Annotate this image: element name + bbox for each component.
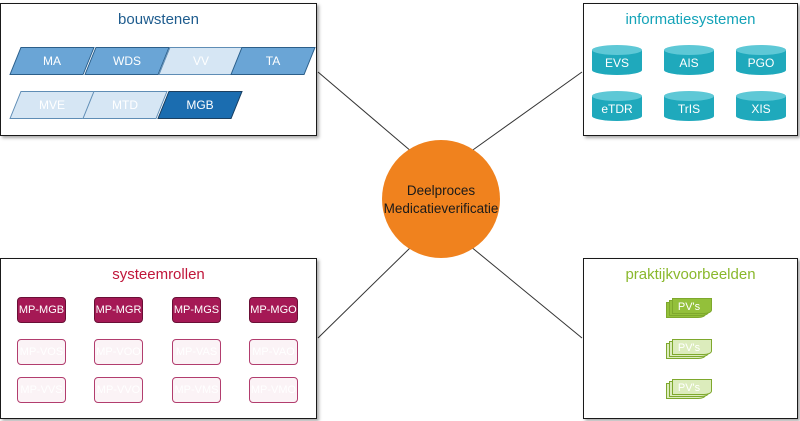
database-ais[interactable]: AIS — [664, 45, 714, 75]
connector-informatiesystemen — [469, 71, 583, 153]
database-etdr[interactable]: eTDR — [592, 91, 642, 121]
praktijkvoorbeelden-title: praktijkvoorbeelden — [625, 266, 756, 283]
bouwsteen-mtd[interactable]: MTD — [82, 91, 168, 119]
bouwsteen-ma[interactable]: MA — [9, 47, 95, 75]
systeemrol-mp-mgs[interactable]: MP-MGS — [172, 297, 221, 323]
systeemrol-mp-voo[interactable]: MP-VOO — [94, 339, 143, 365]
database-xis[interactable]: XIS — [736, 91, 786, 121]
systeemrollen-panel: systeemrollen MP-MGB MP-MGR MP-MGS MP-MG… — [0, 258, 317, 419]
connector-systeemrollen — [317, 245, 413, 339]
systeemrollen-title: systeemrollen — [112, 266, 205, 283]
bouwsteen-ta[interactable]: TA — [230, 47, 316, 75]
systeemrol-mp-vvo[interactable]: MP-VVO — [94, 377, 143, 403]
systeemrol-mp-vas[interactable]: MP-VAS — [172, 339, 221, 365]
informatiesystemen-title: informatiesystemen — [625, 11, 756, 28]
connector-bouwstenen — [317, 71, 413, 153]
systeemrol-mp-vvs[interactable]: MP-VVS — [17, 377, 66, 403]
systeemrol-mp-vao[interactable]: MP-VAO — [249, 339, 298, 365]
bouwstenen-panel: bouwstenen MA WDS VV TA MVE MTD MGB — [0, 3, 317, 136]
deelproces-circle[interactable]: Deelproces Medicatieverificatie — [382, 140, 500, 258]
database-pgo[interactable]: PGO — [736, 45, 786, 75]
systeemrol-mp-vmo[interactable]: MP-VMO — [249, 377, 298, 403]
deelproces-label-line2: Medicatieverificatie — [383, 201, 499, 216]
informatiesystemen-panel: informatiesystemen EVS AIS PGO eTDR TrIS… — [583, 3, 798, 136]
database-evs[interactable]: EVS — [592, 45, 642, 75]
connector-praktijkvoorbeelden — [469, 245, 583, 339]
deelproces-label-line1: Deelproces — [406, 183, 476, 198]
praktijkvoorbeeld-document-1[interactable]: PV's — [666, 298, 714, 318]
bouwstenen-title: bouwstenen — [118, 11, 199, 28]
systeemrol-mp-vms[interactable]: MP-VMS — [172, 377, 221, 403]
systeemrol-mp-mgo[interactable]: MP-MGO — [249, 297, 298, 323]
systeemrol-mp-vos[interactable]: MP-VOS — [17, 339, 66, 365]
bouwsteen-wds[interactable]: WDS — [84, 47, 170, 75]
systeemrol-mp-mgr[interactable]: MP-MGR — [94, 297, 143, 323]
bouwsteen-mve[interactable]: MVE — [9, 91, 95, 119]
praktijkvoorbeeld-document-2[interactable]: PV's — [666, 339, 714, 359]
praktijkvoorbeeld-document-3[interactable]: PV's — [666, 379, 714, 399]
database-tris[interactable]: TrIS — [664, 91, 714, 121]
bouwsteen-mgb[interactable]: MGB — [157, 91, 243, 119]
systeemrol-mp-mgb[interactable]: MP-MGB — [17, 297, 66, 323]
praktijkvoorbeelden-panel: praktijkvoorbeelden PV's PV's PV's — [583, 258, 798, 419]
